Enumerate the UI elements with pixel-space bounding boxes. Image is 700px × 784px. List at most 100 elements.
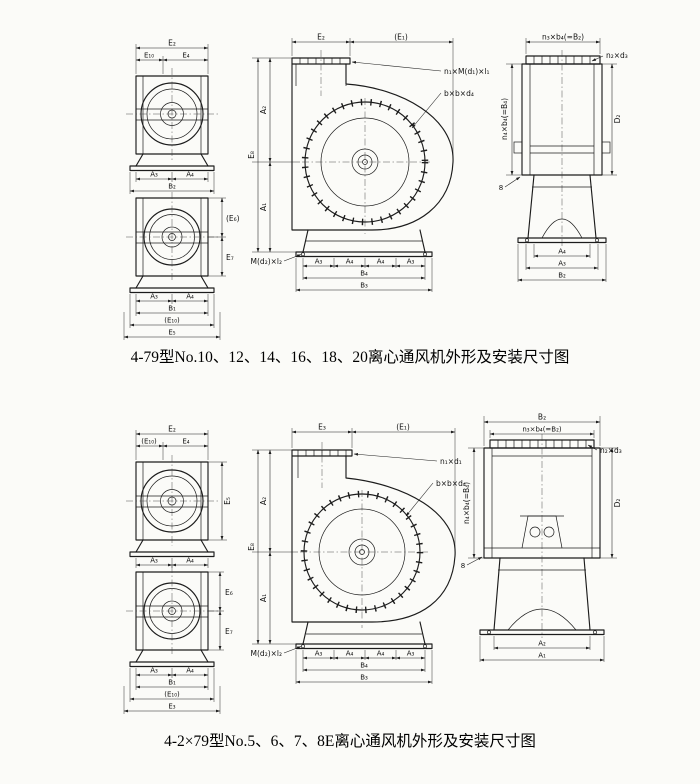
outlet-flange [525,55,601,65]
figure2-caption: 4-2×79型No.5、6、7、8E离心通风机外形及安装尺寸图 [164,732,536,750]
dimension-lines [123,571,224,714]
dim-label-a2: A₂ [538,640,546,648]
anchor-bolt-hole [525,238,529,243]
dim-label-e10: (E₁₀) [164,317,180,325]
fig1-inlet-view-bottom: (E₆) E₇ A₃ A₄ B₁ (E₁₀) E₅ [123,192,240,340]
dim-label-e3: E₃ [318,423,326,432]
centerlines [302,50,430,234]
flange-pitch-label: n₃×b₄(=B₂) [522,426,562,434]
dim-label-e1: (E₁) [396,423,410,432]
dim-label-a3: A₃ [150,667,158,675]
base-frame [129,539,215,558]
dim-label-a3b: A₃ [407,650,415,658]
anchor-bolt-label: M(d₂)×l₂ [251,257,282,266]
dim-label-a3: A₃ [150,557,158,565]
impeller-rivet-ticks [300,490,424,614]
dim-label-a3: A₃ [558,260,566,268]
dim-label-e6: E₆ [225,588,233,597]
anchor-bolt-hole [423,644,427,649]
dimension-lines [506,38,617,282]
dim-label-b2: B₂ [538,413,546,422]
hub-circle [348,538,376,566]
dimension-lines [252,428,456,684]
dim-label-b3: B₃ [360,282,368,290]
pedestal [479,557,605,636]
flange-bolt-callout: n₁×M(d₁)×l₁ [444,67,490,76]
dimension-lines [252,38,454,292]
support-arch [507,608,577,631]
bearing-circle [529,526,541,538]
dim-label-e10: E₁₀ [144,52,154,60]
dim-label-b3: B₃ [360,674,368,682]
dim-label-e1: (E₁) [394,33,408,42]
impeller-rim [303,493,421,611]
dim-label-d2: D₂ [613,499,622,508]
dim-label-a4: A₄ [186,667,194,675]
volute-casing [291,455,456,623]
dimension-lines [135,430,227,568]
dim-label-a2: A₂ [259,497,268,505]
dim-label-a4: A₄ [558,248,566,256]
callout-leaders [283,452,438,654]
dim-label-b2: B₂ [168,183,176,191]
dim-label-b1: B₁ [168,305,176,313]
bearing-circle [543,526,555,538]
plate-thickness-label: 8 [461,562,465,570]
fig2-inlet-view-top: E₂ (E₁₀) E₄ E₅ A₃ A₄ [126,425,232,568]
pedestal [517,174,607,244]
dim-label-a4b: A₄ [377,650,385,658]
dim-label-e3: E₃ [168,703,175,711]
anchor-bolt-hole [301,252,305,257]
dim-label-e7: E₇ [226,253,234,262]
dim-label-e2: E₂ [168,39,176,48]
dim-label-e10: (E₁₀) [164,691,180,699]
fig1-rear-view: n₃×b₄(=B₂) n₂×d₃ n₄×b₄(=B₄) D₂ 8 A₄ A₃ B… [499,33,628,282]
dim-label-d2: D₂ [613,115,622,124]
dim-label-e2: E₂ [168,425,176,434]
centerlines [126,192,218,282]
flange-bolt-callout: n₁×d₁ [440,457,462,466]
dim-label-a2: A₂ [259,106,268,114]
centerlines [126,68,218,160]
key-callout: b×b×d₄ [444,89,474,98]
volute-casing [291,63,454,231]
dim-label-e6: (E₆) [226,214,240,223]
base-frame [129,275,215,294]
centerlines [126,455,218,546]
dim-label-a3: A₃ [150,293,158,301]
dim-label-b1: B₁ [168,679,176,687]
base-frame [295,229,433,258]
side-pitch-label: n₄×b₄(=B₄) [500,98,509,140]
dim-label-a4: A₄ [186,293,194,301]
dim-label-e10: (E₁₀) [141,438,157,446]
base-frame [295,621,433,650]
dimension-lines [468,416,617,662]
dim-label-a3: A₃ [150,171,158,179]
dim-label-e8: E₈ [247,543,256,551]
support-arch [541,218,583,239]
dim-label-a3b: A₃ [407,258,415,266]
dim-label-a3: A₃ [315,258,323,266]
figure1-caption: 4-79型No.10、12、14、16、18、20离心通风机外形及安装尺寸图 [131,348,570,366]
dim-label-a4: A₄ [186,557,194,565]
dim-label-e7: E₇ [225,627,233,636]
fig2-rear-view: B₂ n₃×b₄(=B₂) n₂×d₃ n₄×b₄(=B₄) D₂ 8 A₂ A… [461,413,622,662]
dim-label-e4: E₄ [182,438,189,446]
dim-label-a1: A₁ [259,594,268,602]
side-pitch-label: n₄×b₄(=B₄) [462,482,471,524]
callout-leaders [283,60,442,262]
dim-label-b2: B₂ [558,272,566,280]
anchor-bolt-hole [593,630,597,635]
dim-label-b4: B₄ [360,270,368,278]
anchor-bolt-hole [595,238,599,243]
dim-label-a4: A₄ [186,171,194,179]
fig1-inlet-view-top: E₂ E₁₀ E₄ A₃ A₄ B₂ [126,39,218,194]
dim-label-a1: A₁ [259,203,268,211]
dim-label-e2: E₂ [317,33,325,42]
anchor-bolt-hole [423,252,427,257]
dim-label-a4: A₄ [346,650,354,658]
fig2-side-view: E₃ (E₁) E₈ A₂ A₁ M(d₂)×l₂ n₁×d₁ b×b×d₄ A… [247,423,466,684]
anchor-bolt-hole [487,630,491,635]
